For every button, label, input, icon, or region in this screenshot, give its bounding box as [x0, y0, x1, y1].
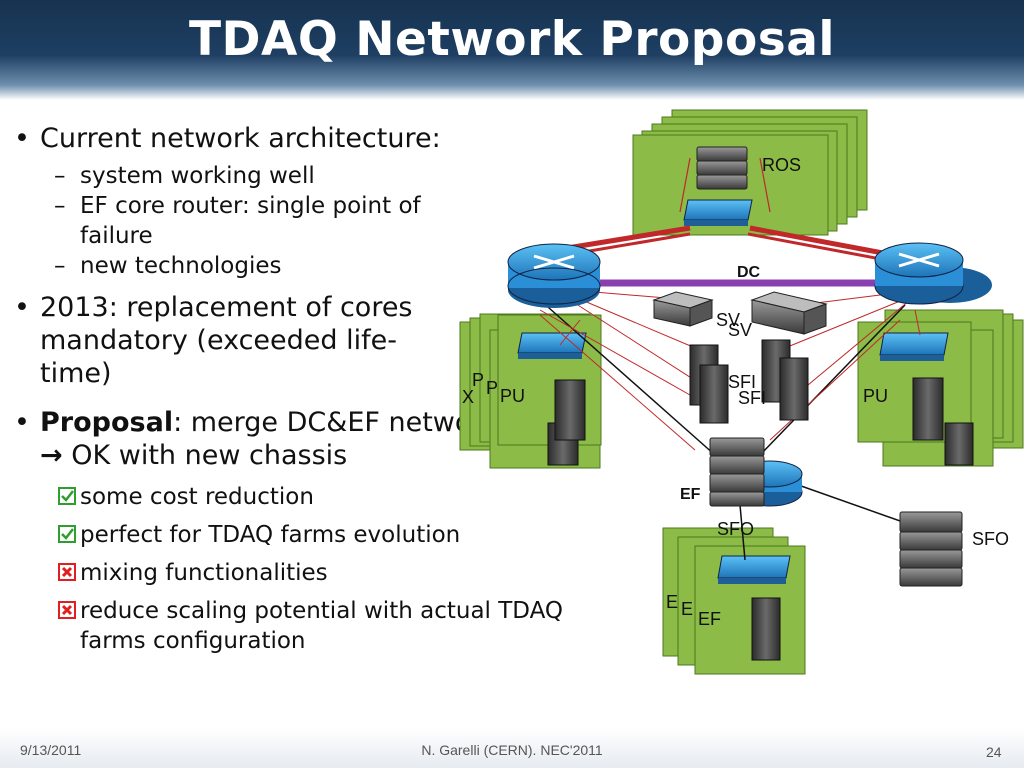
ef-core-label: EF: [680, 486, 701, 503]
title-bar: [0, 0, 1024, 100]
cross-item-text: mixing functionalities: [80, 560, 328, 586]
sv-back-label: SV: [716, 310, 740, 330]
sfo-server-right-icon: [899, 511, 963, 587]
dc-router-left-icon: [507, 243, 601, 308]
pu-right-switch-icon: [879, 332, 949, 356]
ef-switch-icon: [717, 555, 791, 579]
ef-back-label: E: [681, 599, 693, 619]
ros-server-icon: [696, 146, 748, 190]
sfo-server-left-icon: [709, 437, 765, 507]
pu-left-switch-icon: [517, 332, 587, 354]
sfo-right-label: SFO: [972, 529, 1009, 549]
sfi-front-label: SFI: [738, 388, 766, 408]
pu-farm-left: X P P PU: [459, 313, 602, 469]
footer-author: N. Garelli (CERN). NEC'2011: [421, 742, 603, 758]
bullet-dot: •: [14, 123, 30, 154]
check-item-text: some cost reduction: [80, 484, 314, 510]
sub-bullet-text: system working well: [80, 163, 315, 189]
ef-rack-icon: [751, 597, 781, 661]
bullet-text: 2013: replacement of cores mandatory (ex…: [40, 292, 413, 389]
checkbox-crossed-icon: [58, 601, 76, 619]
pu-back-label: P: [486, 378, 498, 398]
pu-back-label: X: [462, 387, 474, 407]
bullet-dot: •: [14, 292, 30, 323]
dash-marker: –: [54, 193, 66, 219]
footer-date: 9/13/2011: [20, 742, 82, 758]
sfo-left-label: SFO: [717, 519, 754, 539]
dash-marker: –: [54, 163, 66, 189]
footer-page-number: 24: [986, 744, 1002, 760]
ros-switch-icon: [683, 199, 753, 226]
pu-right-rack-back-icon: [944, 422, 974, 466]
pu-right-label: PU: [863, 386, 888, 406]
pu-left-label: PU: [500, 386, 525, 406]
bullet-list: • Current network architecture: – system…: [14, 122, 624, 656]
footer-bar: [0, 728, 1024, 768]
check-item-cost: some cost reduction: [14, 478, 624, 516]
sub-bullet-text: new technologies: [80, 253, 282, 279]
sfi-rack-back2-icon: [699, 364, 729, 424]
bullet-2013-replacement: • 2013: replacement of cores mandatory (…: [14, 291, 440, 390]
sfi-rack-front2-icon: [779, 357, 809, 421]
pu-back-label: P: [472, 370, 484, 390]
cross-item-text: reduce scaling potential with actual TDA…: [80, 598, 564, 654]
ef-back-label: E: [666, 592, 678, 612]
pu-right-rack-icon: [912, 377, 944, 441]
arrow-right-icon: →: [40, 440, 63, 471]
ros-label: ROS: [762, 155, 801, 175]
checkbox-checked-icon: [58, 525, 76, 543]
ros-farm: ROS: [632, 109, 868, 236]
checkbox-crossed-icon: [58, 563, 76, 581]
dc-router-right-icon: [874, 242, 992, 305]
bullet-current-architecture: • Current network architecture:: [14, 122, 624, 155]
proposal-bold: Proposal: [40, 407, 174, 438]
bullet-proposal: • Proposal: merge DC&EF networks → OK wi…: [14, 406, 540, 472]
sv-server-front-icon: [750, 291, 828, 335]
sfi-back-label: SFI: [728, 372, 756, 392]
slide-title: TDAQ Network Proposal: [188, 12, 836, 67]
sub-bullet-core-router: – EF core router: single point of failur…: [14, 191, 500, 251]
sv-server-back-icon: [652, 291, 714, 327]
sub-bullet-new-tech: – new technologies: [14, 251, 624, 281]
pu-left-rack-icon: [554, 379, 586, 441]
proposal-text: : merge DC&EF networks: [173, 407, 513, 438]
bullet-dot: •: [14, 407, 30, 438]
checkbox-checked-icon: [58, 487, 76, 505]
check-item-evolution: perfect for TDAQ farms evolution: [14, 516, 624, 554]
sub-bullet-text: EF core router: single point of failure: [80, 193, 421, 249]
proposal-after: OK with new chassis: [62, 440, 348, 471]
cross-item-mixing: mixing functionalities: [14, 554, 624, 592]
ef-farm: E E EF: [662, 527, 806, 675]
sv-front-label: SV: [728, 320, 752, 340]
cross-item-scaling: reduce scaling potential with actual TDA…: [14, 592, 624, 656]
check-item-text: perfect for TDAQ farms evolution: [80, 522, 461, 548]
dash-marker: –: [54, 253, 66, 279]
bullet-text: Current network architecture:: [40, 123, 441, 154]
ef-farm-label: EF: [698, 609, 721, 629]
dc-label: DC: [737, 264, 761, 281]
sub-bullet-working: – system working well: [14, 161, 624, 191]
pu-farm-right: PU: [857, 309, 1024, 467]
